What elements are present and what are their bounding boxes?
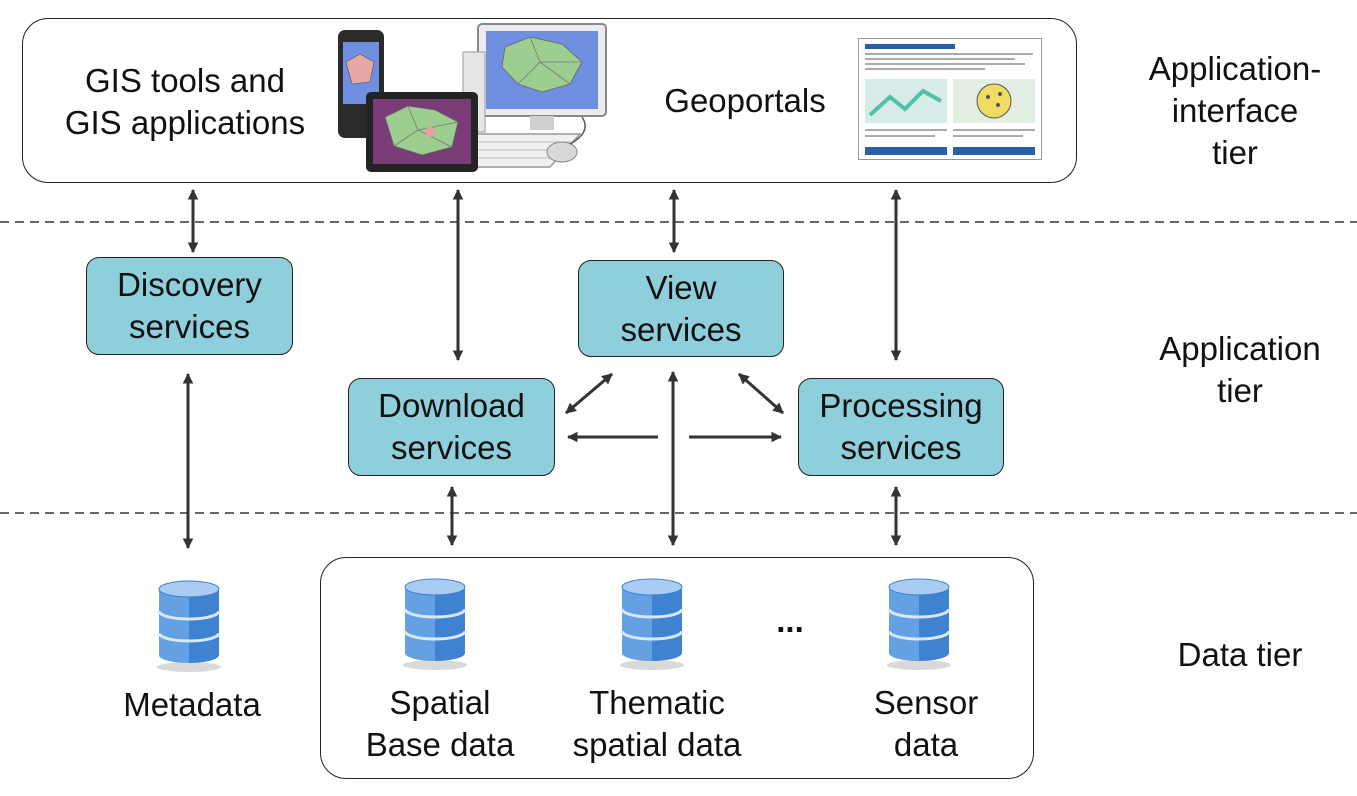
ellipsis-label: ... bbox=[776, 602, 804, 639]
tier-label-data: Data tier bbox=[1177, 636, 1303, 673]
processing-services-box: Processing services bbox=[798, 378, 1004, 476]
spatial-base-data-label: Spatial Base data bbox=[365, 684, 515, 763]
sensor-database-icon bbox=[887, 578, 951, 670]
gis-tools-label: GIS tools and GIS applications bbox=[64, 62, 306, 141]
geoportals-label: Geoportals bbox=[664, 82, 826, 119]
metadata-label: Metadata bbox=[123, 686, 261, 723]
sensor-data-label: Sensor data bbox=[873, 684, 979, 763]
thematic-database-icon bbox=[620, 578, 684, 670]
geoportal-screenshot-icon bbox=[858, 38, 1042, 160]
arrow-view-download bbox=[565, 372, 613, 415]
download-services-box: Download services bbox=[348, 378, 555, 476]
thematic-spatial-data-label: Thematic spatial data bbox=[572, 684, 742, 763]
tier-label-application: Application tier bbox=[1159, 330, 1321, 409]
arrow-view-processing bbox=[738, 372, 784, 415]
view-services-box: View services bbox=[578, 260, 784, 357]
devices-icon bbox=[338, 23, 607, 172]
discovery-services-box: Discovery services bbox=[86, 257, 293, 355]
metadata-database-icon bbox=[157, 580, 221, 672]
spatial-base-database-icon bbox=[403, 578, 467, 670]
tier-label-application-interface: Application- interface tier bbox=[1148, 50, 1322, 171]
